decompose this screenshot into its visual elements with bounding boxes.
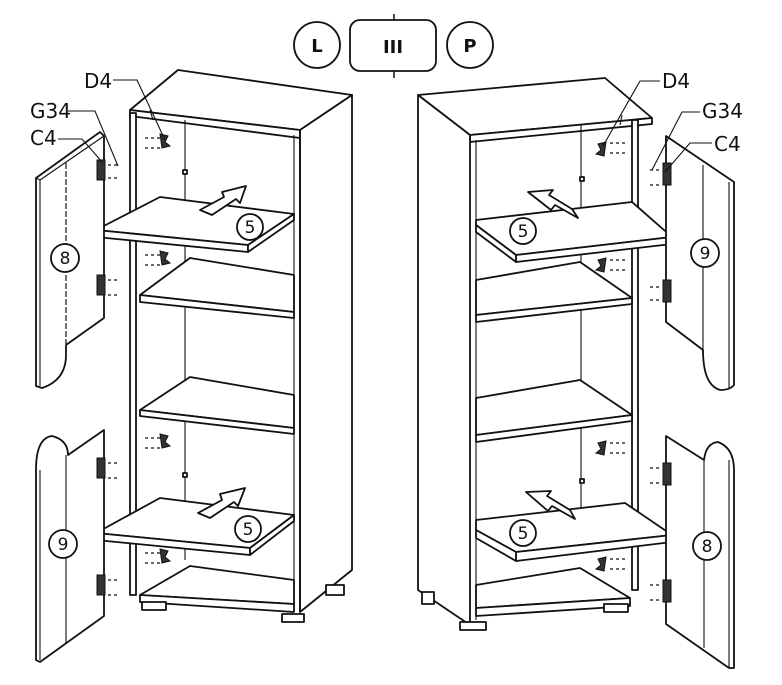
door-number: 8 (60, 249, 71, 269)
label-d4: D4 (662, 69, 690, 93)
shelf-number: 5 (518, 222, 529, 242)
label-c4: C4 (714, 132, 741, 156)
left-door-upper: 8 (35, 131, 118, 389)
badge-right: P (446, 21, 494, 69)
right-cam-hardware-mid (594, 257, 625, 273)
badge-left-label: L (311, 36, 322, 57)
label-c4: C4 (30, 126, 57, 150)
shelf-number: 5 (518, 524, 529, 544)
door-number: 9 (58, 535, 69, 555)
arrow-icon (197, 487, 246, 519)
left-cam-hardware-bottom (145, 548, 172, 564)
badge-left: L (293, 21, 341, 69)
door-number: 9 (700, 244, 711, 264)
badge-center: III (349, 19, 437, 72)
right-part-labels: D4 G34 C4 (602, 69, 743, 173)
right-cabinet (417, 77, 653, 631)
right-shelf-lower: 5 (475, 490, 673, 562)
left-cam-hardware-lower (145, 433, 172, 449)
left-cabinet (129, 69, 353, 623)
left-cam-hardware-mid (145, 250, 172, 266)
right-door-lower: 8 (650, 435, 735, 669)
right-shelf-upper: 5 (475, 189, 673, 263)
left-shelf-lower: 5 (95, 487, 295, 556)
right-door-upper: 9 (650, 135, 735, 391)
badge-center-label: III (383, 37, 403, 58)
left-door-lower: 9 (35, 429, 118, 663)
arrow-icon (525, 490, 576, 520)
shelf-number: 5 (245, 218, 256, 238)
header-badges: L III P (293, 14, 494, 78)
right-cam-hardware-lower (594, 440, 625, 456)
left-part-labels: D4 G34 C4 (30, 69, 166, 167)
label-g34: G34 (30, 99, 71, 123)
badge-right-label: P (463, 36, 476, 57)
arrow-icon (527, 189, 579, 219)
left-cam-hardware-top (145, 109, 172, 149)
right-cam-hardware-bottom (594, 556, 625, 572)
arrow-icon (199, 185, 247, 216)
door-number: 8 (702, 537, 713, 557)
left-shelf-upper: 5 (95, 185, 295, 253)
shelf-number: 5 (243, 520, 254, 540)
label-g34: G34 (702, 99, 743, 123)
label-d4: D4 (84, 69, 112, 93)
